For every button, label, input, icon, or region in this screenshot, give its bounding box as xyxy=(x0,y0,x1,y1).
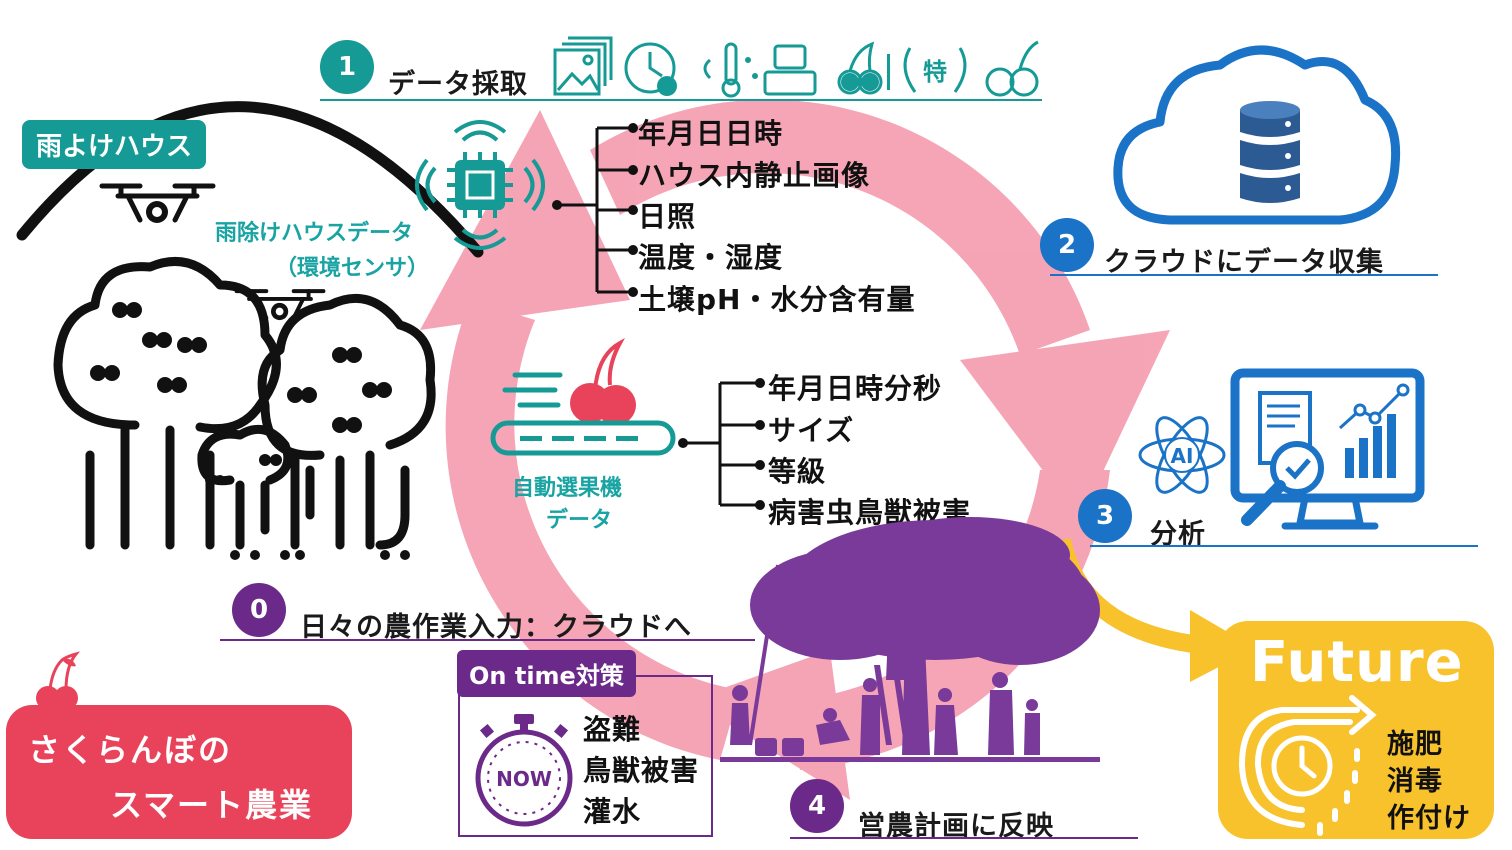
special-grade-icon: 特 xyxy=(923,58,947,86)
cherry-logo-icon xyxy=(36,651,81,710)
sorter-item: サイズ xyxy=(768,414,855,447)
sensor-item: 温度・湿度 xyxy=(638,241,784,274)
future-title: Future xyxy=(1250,630,1464,695)
sensor-item: 日照 xyxy=(638,200,697,233)
cherry-trees-icon xyxy=(53,256,436,560)
step4-number: 4 xyxy=(790,779,844,833)
sorter-list-bracket xyxy=(678,378,765,510)
ai-text: AI xyxy=(1171,444,1194,468)
house-label: 雨よけハウス xyxy=(22,120,207,169)
step3-underline xyxy=(1090,545,1478,547)
step0-label: 日々の農作業入力：クラウドへ xyxy=(300,612,692,643)
sensor-item: 年月日日時 xyxy=(638,117,784,150)
harvest-silhouette-icon xyxy=(720,517,1100,762)
sorter-label-line2: データ xyxy=(546,508,613,533)
ontime-title: On time対策 xyxy=(457,650,636,697)
brand-line1: さくらんぼの xyxy=(28,731,233,769)
now-text: NOW xyxy=(496,767,552,791)
sorter-item: 年月日時分秒 xyxy=(768,372,943,405)
step0-underline xyxy=(220,639,755,641)
step3-number: 3 xyxy=(1078,489,1132,543)
step2-number: 2 xyxy=(1040,218,1094,272)
sensor-item: ハウス内静止画像 xyxy=(638,159,871,192)
iot-sensor-icon xyxy=(415,120,545,250)
house-data-line2: （環境センサ） xyxy=(275,256,430,281)
future-item: 施肥 xyxy=(1387,729,1443,760)
step1-underline xyxy=(320,99,1042,101)
ontime-item: 盗難 xyxy=(583,713,642,746)
analytics-monitor-icon xyxy=(1230,368,1425,530)
sensor-item: 土壌pH・水分含有量 xyxy=(638,283,916,316)
ai-atom-icon: AI xyxy=(1138,416,1226,494)
step2-label: クラウドにデータ収集 xyxy=(1104,247,1384,278)
brand-line2: スマート農業 xyxy=(110,786,314,824)
sorter-label-line1: 自動選果機 xyxy=(512,476,623,501)
house-data-line1: 雨除けハウスデータ xyxy=(215,221,414,246)
step3-label: 分析 xyxy=(1150,519,1206,550)
future-clock-icon xyxy=(1238,695,1377,836)
step2-underline xyxy=(1050,274,1438,276)
sorter-machine-icon xyxy=(490,337,676,456)
cloud-database-icon xyxy=(1113,45,1401,225)
step1-number: 1 xyxy=(320,40,374,94)
step4-underline xyxy=(790,837,1138,839)
stopwatch-icon: NOW xyxy=(475,714,573,827)
ontime-item: 鳥獣被害 xyxy=(583,754,700,787)
step4-label: 営農計画に反映 xyxy=(858,811,1054,842)
house-roof-arc xyxy=(16,101,484,258)
ontime-item: 灌水 xyxy=(583,795,642,828)
step0-number: 0 xyxy=(232,583,286,637)
future-item: 作付け xyxy=(1387,803,1471,834)
brand-box xyxy=(6,705,352,839)
sensor-list-bracket xyxy=(552,123,638,297)
future-item: 消毒 xyxy=(1387,766,1443,797)
sorter-item: 等級 xyxy=(768,455,827,488)
data-source-icons: 特 xyxy=(553,36,1039,98)
drone-icon xyxy=(99,183,216,223)
step1-label: データ採取 xyxy=(388,69,528,100)
